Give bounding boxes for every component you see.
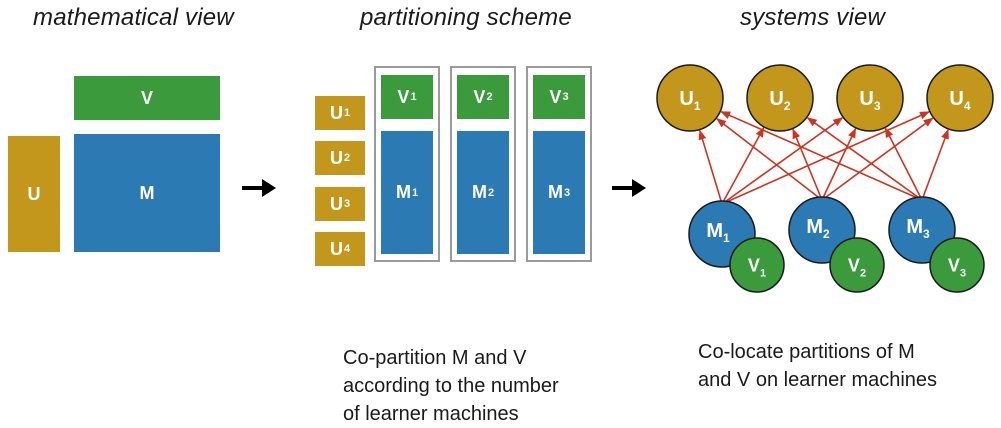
partition-u4-label: U [329, 238, 343, 259]
header-mathematical-view: mathematical view [33, 4, 234, 31]
edge-m2-u4 [821, 117, 934, 201]
arrow-right-icon [612, 179, 646, 197]
edge-m1-u2 [721, 126, 765, 205]
node-u4-circle [926, 64, 994, 132]
partition-u1-label: U [329, 102, 343, 123]
caption-co-locate: Co-locate partitions of M and V on learn… [698, 338, 937, 394]
caption-co-locate-line-2: and V on learner machines [698, 369, 938, 391]
edge-m3-u3 [884, 127, 923, 201]
partition-u4-subscript: 4 [343, 243, 351, 255]
partition-m3-subscript: 3 [563, 186, 571, 199]
partition-v3-subscript: 3 [562, 91, 569, 103]
edge-m1-u1 [698, 129, 723, 205]
node-u3: U3 [836, 64, 904, 132]
partition-m2-subscript: 2 [487, 186, 495, 199]
partition-u3-label: U [329, 193, 343, 214]
partition-m2-label: M [471, 182, 487, 202]
matrix-m-block: M [74, 134, 220, 252]
u-nodes: U1 U2 U3 U4 [656, 64, 994, 132]
caption-co-partition-line-1: Co-partition M and V [343, 347, 527, 369]
arrow-right-icon [242, 179, 276, 197]
edge-m1-u3 [721, 117, 844, 205]
edge-m2-u3 [821, 127, 857, 201]
matrix-v-label: V [140, 87, 153, 108]
partition-u1-subscript: 1 [343, 107, 351, 119]
matrix-u-label: U [27, 183, 41, 204]
node-u1: U1 [656, 64, 724, 132]
edge-m2-u2 [792, 128, 823, 201]
edge-m3-u4 [921, 128, 949, 201]
partition-v2-label: V [473, 86, 486, 107]
partition-group-3-frame [526, 66, 592, 262]
node-v2-circle [829, 237, 885, 293]
edge-m3-u1 [720, 110, 923, 201]
header-systems-view: systems view [740, 4, 886, 31]
node-u2-circle [746, 64, 814, 132]
node-u2: U2 [746, 64, 814, 132]
node-v1-circle [729, 237, 785, 293]
node-u3-circle [836, 64, 904, 132]
partition-v1-subscript: 1 [410, 91, 417, 103]
caption-co-partition-line-2: according to the number [343, 375, 559, 397]
partition-v3-label: V [549, 86, 562, 107]
partition-m1-subscript: 1 [411, 186, 419, 199]
edge-m3-u2 [806, 117, 923, 201]
node-u4: U4 [926, 64, 994, 132]
network-edges [698, 110, 949, 205]
edge-m2-u1 [716, 118, 823, 201]
partition-m1-label: M [395, 182, 411, 202]
node-u1-circle [656, 64, 724, 132]
matrix-v-block: V [74, 76, 220, 120]
partition-u2-subscript: 2 [343, 152, 351, 164]
partition-u3-subscript: 3 [343, 198, 351, 210]
caption-co-partition-line-3: of learner machines [343, 403, 519, 425]
node-v3-circle [929, 237, 985, 293]
caption-co-locate-line-1: Co-locate partitions of M [698, 341, 915, 363]
partition-v2-subscript: 2 [486, 91, 493, 103]
partition-group-2-frame [450, 66, 516, 262]
matrix-u-block: U [8, 136, 60, 252]
partition-m3-label: M [547, 182, 563, 202]
partition-v1-label: V [397, 86, 410, 107]
partition-group-1-frame [374, 66, 440, 262]
header-partitioning-scheme: partitioning scheme [360, 4, 572, 31]
partition-u2-label: U [329, 147, 343, 168]
caption-co-partition: Co-partition M and V according to the nu… [343, 344, 559, 428]
matrix-m-label: M [139, 182, 155, 203]
